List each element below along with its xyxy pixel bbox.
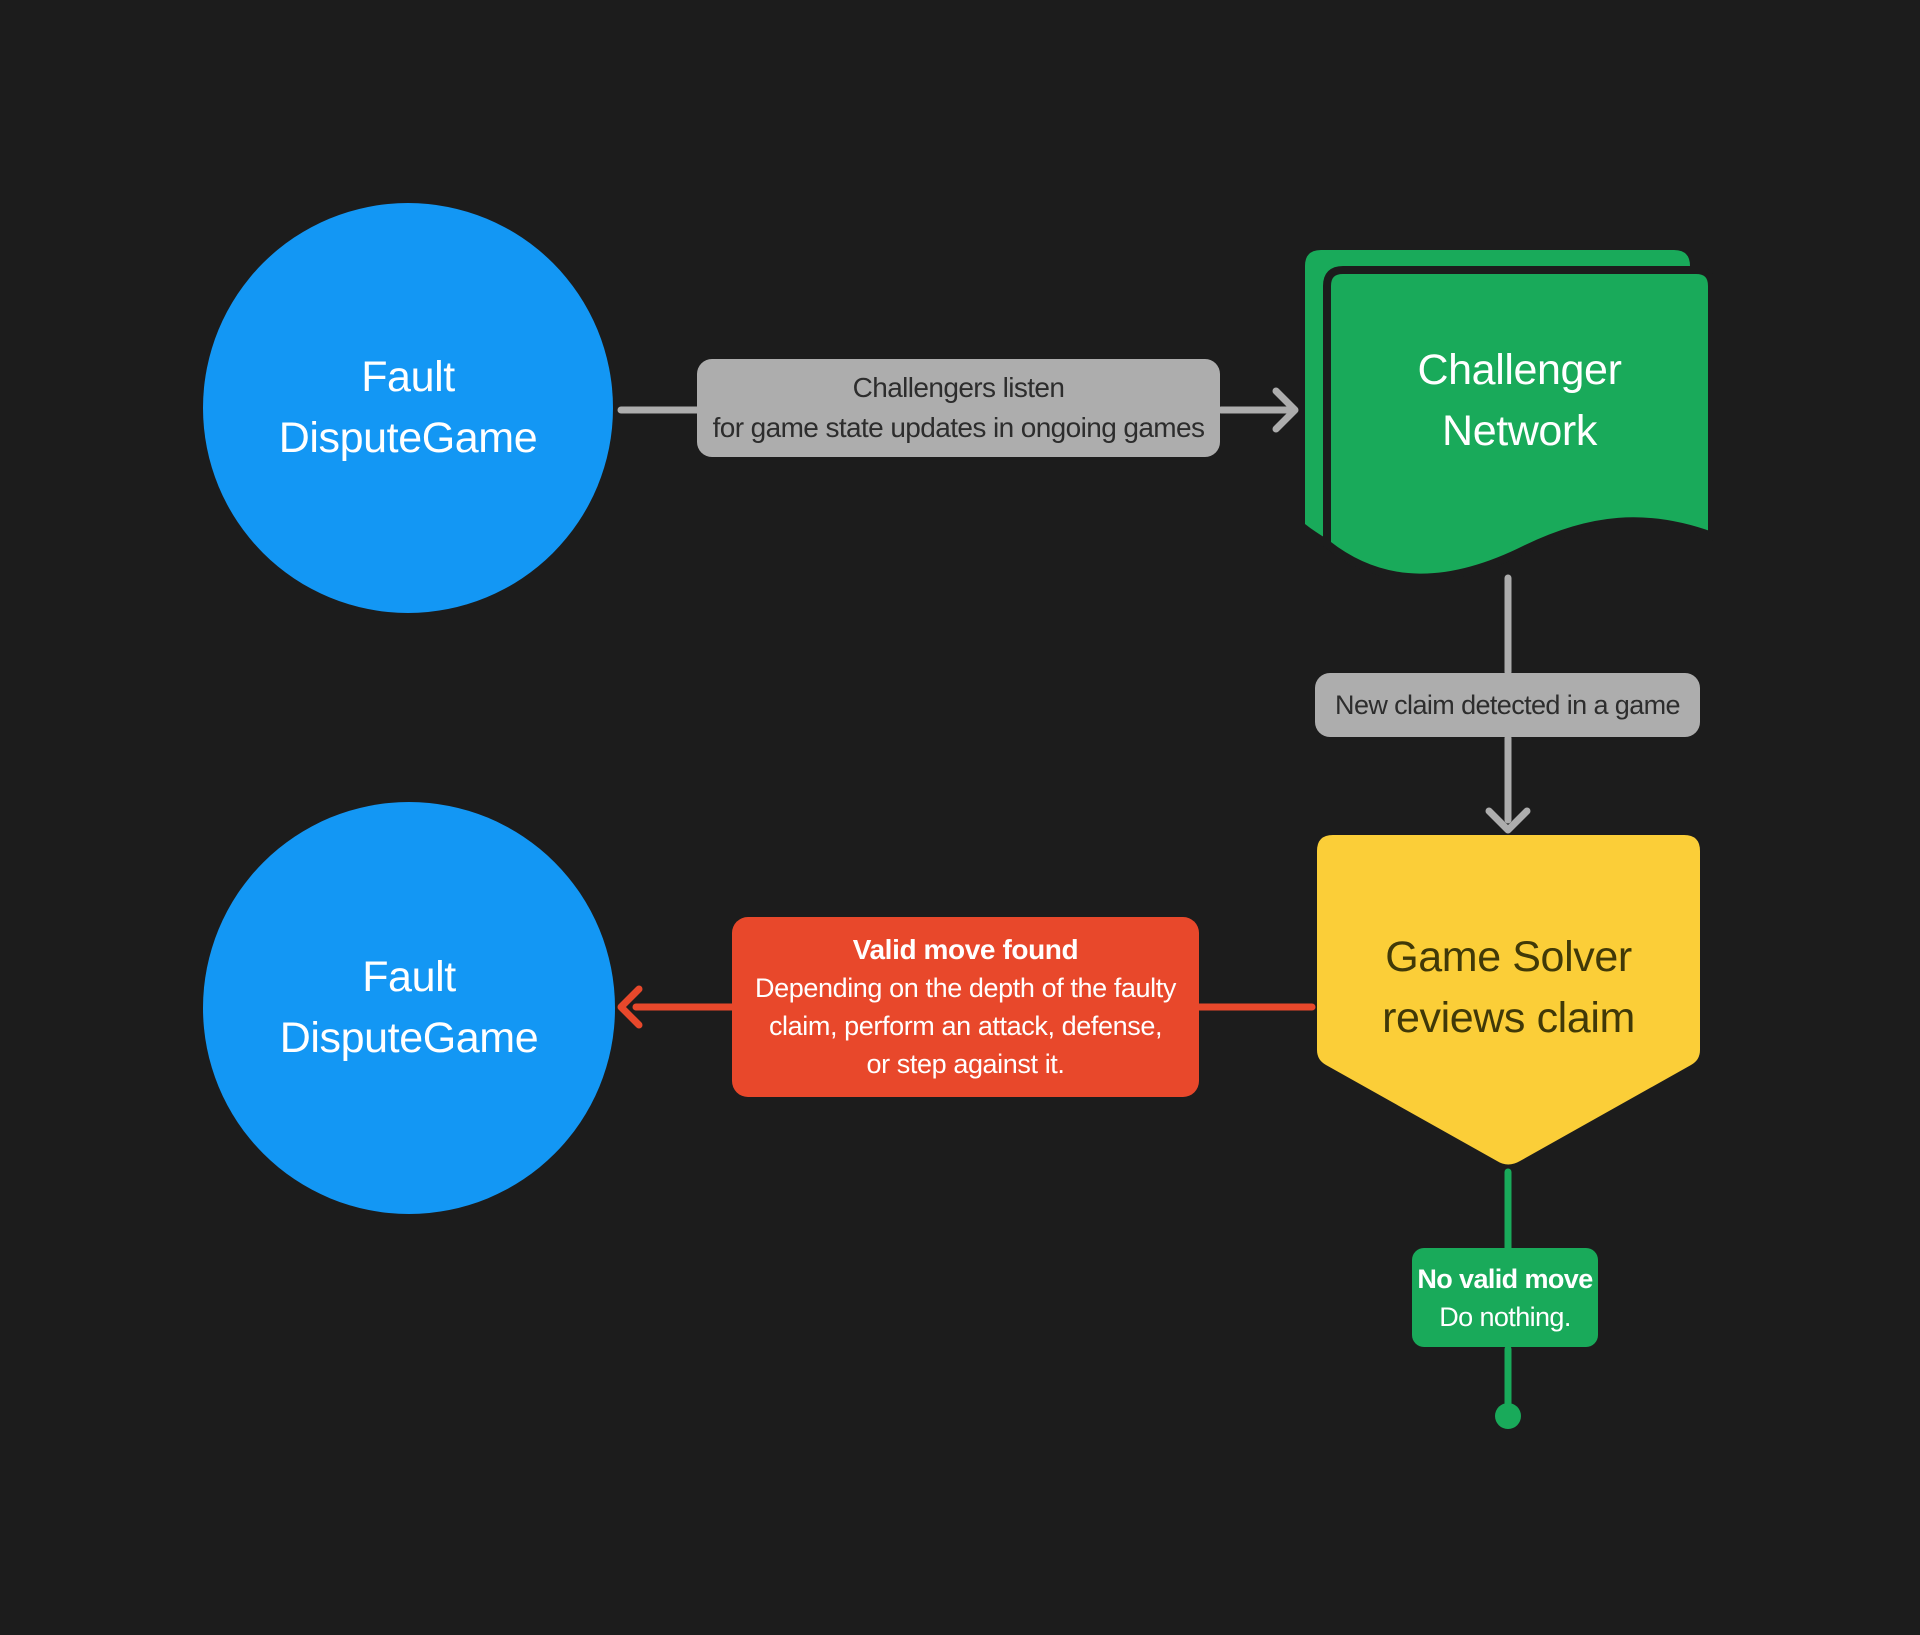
edge-label-new-claim: New claim detected in a game (1315, 673, 1700, 737)
challenger-network-front-sheet (1323, 266, 1716, 582)
edge-label-line: for game state updates in ongoing games (712, 412, 1205, 443)
node-label-line: reviews claim (1382, 993, 1635, 1042)
node-challenger-network-label: Challenger Network (1327, 262, 1712, 540)
node-fault-dispute-game-top: Fault DisputeGame (203, 203, 613, 613)
node-game-solver-label: Game Solver reviews claim (1317, 845, 1700, 1130)
valid-move-body-line: Depending on the depth of the faulty (755, 973, 1176, 1003)
node-label-line: DisputeGame (279, 1014, 539, 1062)
end-terminal-dot (1495, 1403, 1521, 1429)
edge-label-no-valid-move: No valid move Do nothing. (1412, 1248, 1598, 1347)
no-valid-move-title: No valid move (1417, 1263, 1593, 1294)
edge-label-challengers-listen: Challengers listen for game state update… (697, 359, 1220, 457)
edge-label-valid-move-found: Valid move found Depending on the depth … (732, 917, 1199, 1097)
edge-label-line: New claim detected in a game (1335, 690, 1680, 720)
arrowhead-down-icon (1485, 807, 1531, 834)
node-label-line: Game Solver (1385, 932, 1632, 981)
arrowhead-left-icon (617, 985, 643, 1029)
valid-move-body-line: claim, perform an attack, defense, (768, 1011, 1163, 1041)
game-solver-shape (1317, 835, 1700, 1165)
node-label-line: Fault (361, 353, 455, 401)
node-label-line: Network (1442, 407, 1597, 455)
valid-move-body-line: or step against it. (866, 1049, 1065, 1079)
arrowhead-right-icon (1272, 387, 1299, 433)
valid-move-title: Valid move found (852, 934, 1079, 965)
node-label-line: Fault (362, 953, 456, 1001)
node-fault-dispute-game-bottom: Fault DisputeGame (203, 802, 615, 1214)
node-label-line: DisputeGame (278, 414, 538, 462)
node-label-line: Challenger (1417, 346, 1622, 394)
edge-label-line: Challengers listen (852, 372, 1065, 403)
no-valid-move-body: Do nothing. (1439, 1301, 1571, 1332)
